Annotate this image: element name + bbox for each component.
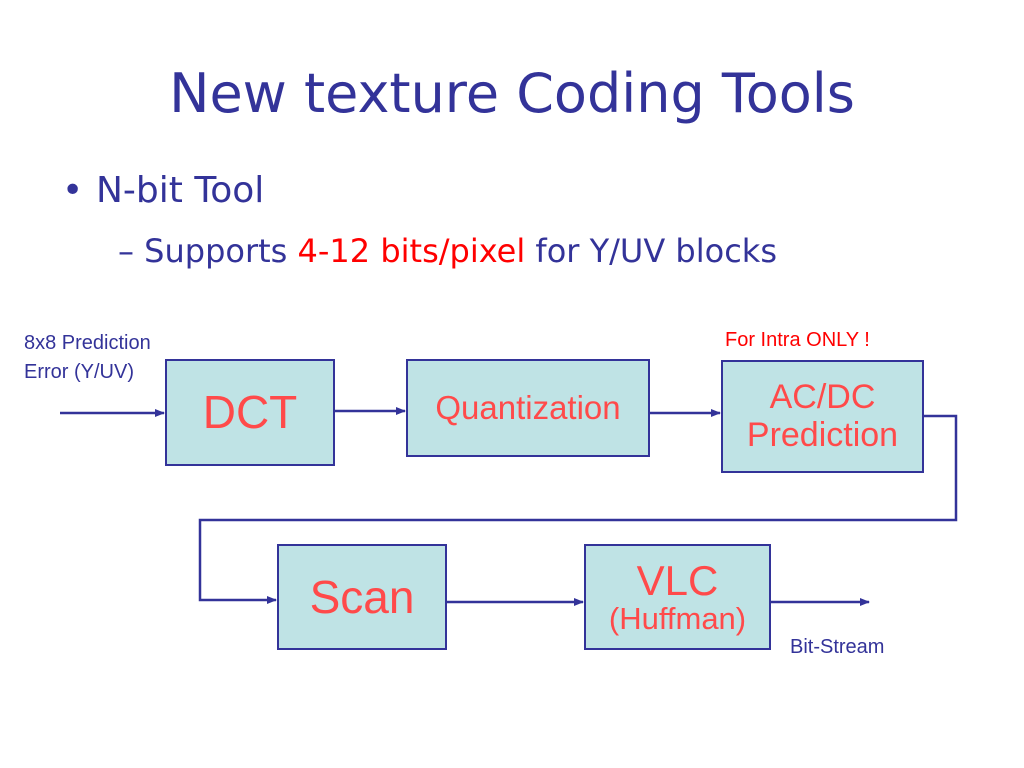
bullet-marker: •	[62, 170, 84, 211]
bullet-text: N-bit Tool	[96, 170, 265, 211]
acdc-label-line1: AC/DC	[769, 378, 876, 417]
sub-bullet-supports: – Supports 4-12 bits/pixel for Y/UV bloc…	[118, 232, 777, 270]
input-label: 8x8 Prediction Error (Y/UV)	[24, 329, 151, 387]
sub-bullet-marker: –	[118, 232, 134, 270]
scan-label: Scan	[309, 570, 415, 623]
dct-label: DCT	[202, 386, 298, 439]
dct-block: DCT	[165, 359, 335, 466]
quantization-label: Quantization	[435, 388, 621, 426]
acdc-prediction-block: AC/DC Prediction	[721, 360, 924, 473]
arrow-acdc-to-scan	[198, 414, 958, 604]
scan-block: Scan	[277, 544, 447, 650]
quantization-block: Quantization	[406, 359, 650, 457]
vlc-block: VLC (Huffman)	[584, 544, 771, 650]
bullet-n-bit-tool: • N-bit Tool	[62, 170, 264, 211]
intra-only-note: For Intra ONLY !	[725, 329, 870, 351]
input-label-line2: Error (Y/UV)	[24, 361, 134, 383]
vlc-label-line2: (Huffman)	[608, 600, 747, 636]
bitstream-label: Bit-Stream	[790, 636, 885, 658]
sub-bullet-prefix: Supports	[144, 232, 298, 270]
acdc-label-line2: Prediction	[746, 415, 899, 454]
slide-title: New texture Coding Tools	[169, 62, 855, 125]
input-label-line1: 8x8 Prediction	[24, 332, 151, 354]
sub-bullet-suffix: for Y/UV blocks	[525, 232, 777, 270]
vlc-label-line1: VLC	[636, 556, 719, 604]
sub-bullet-highlight: 4-12 bits/pixel	[297, 232, 526, 270]
